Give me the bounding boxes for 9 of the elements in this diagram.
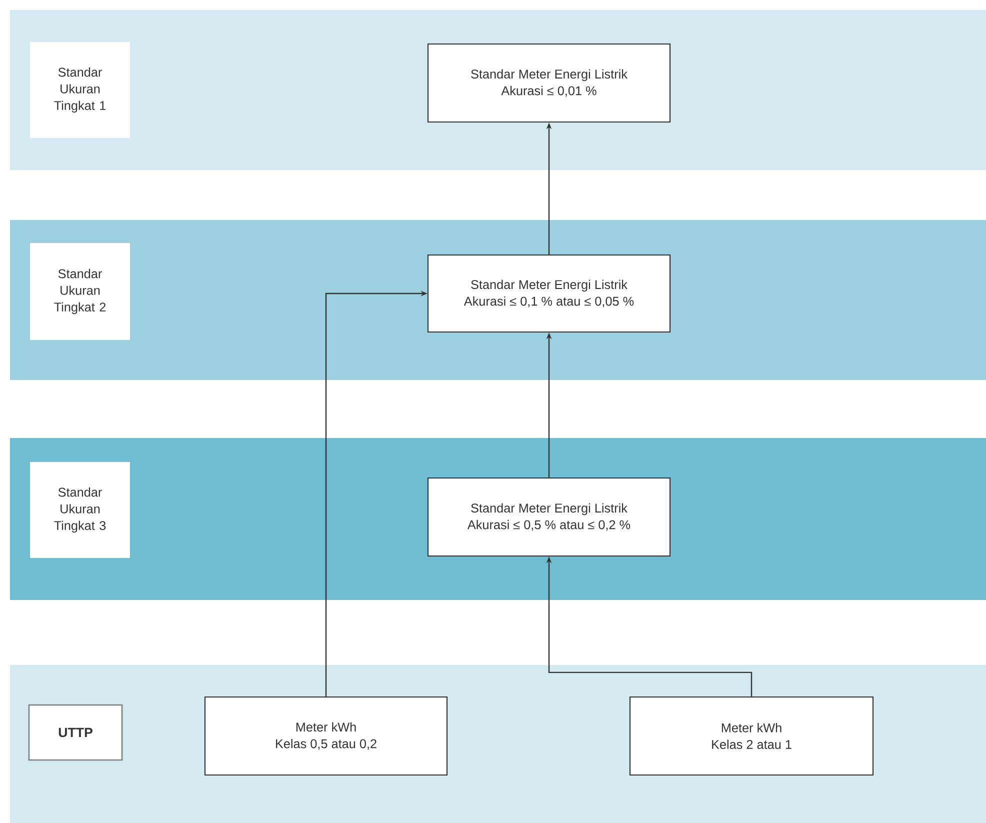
meter-box: Meter kWh Kelas 0,5 atau 0,2 (204, 696, 448, 776)
level-label: UTTP (28, 704, 123, 761)
level-label: Standar Ukuran Tingkat 3 (30, 462, 130, 558)
meter-box: Standar Meter Energi Listrik Akurasi ≤ 0,01 % (427, 43, 671, 123)
meter-box: Meter kWh Kelas 2 atau 1 (629, 696, 874, 776)
meter-box: Standar Meter Energi Listrik Akurasi ≤ 0,5 % atau ≤ 0,2 % (427, 477, 671, 557)
meter-box: Standar Meter Energi Listrik Akurasi ≤ 0,1 % atau ≤ 0,05 % (427, 254, 671, 333)
level-label: Standar Ukuran Tingkat 2 (30, 243, 130, 340)
level-label: Standar Ukuran Tingkat 1 (30, 42, 130, 138)
